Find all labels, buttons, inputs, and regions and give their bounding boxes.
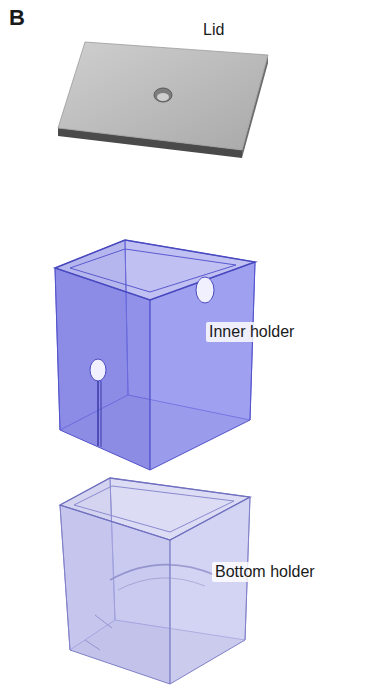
panel-letter: B xyxy=(6,4,28,31)
inner-holder-part xyxy=(55,240,255,470)
lid-hole-inner xyxy=(157,93,169,101)
bottom-holder-left-face xyxy=(60,505,170,684)
part-name: Inner holder xyxy=(206,322,297,342)
inner-holder-rim xyxy=(55,240,255,300)
inner-holder-left-face xyxy=(55,268,150,470)
inner-holder-right-face xyxy=(150,262,255,470)
lid-part xyxy=(58,42,268,158)
inner-holder-side-hole xyxy=(196,277,214,303)
part-name: Lid xyxy=(200,20,227,40)
inner-holder-slot xyxy=(97,381,99,446)
bottom-holder-inner-rim xyxy=(74,486,234,532)
inner-holder-front-hole xyxy=(90,359,106,381)
lid-top-face xyxy=(58,42,268,150)
bottom-holder-right-face xyxy=(170,497,250,684)
lid-hole xyxy=(154,88,172,102)
part-name: Bottom holder xyxy=(212,562,318,582)
inner-holder-slot-edge xyxy=(101,381,102,447)
bottom-holder-rim xyxy=(60,478,250,540)
